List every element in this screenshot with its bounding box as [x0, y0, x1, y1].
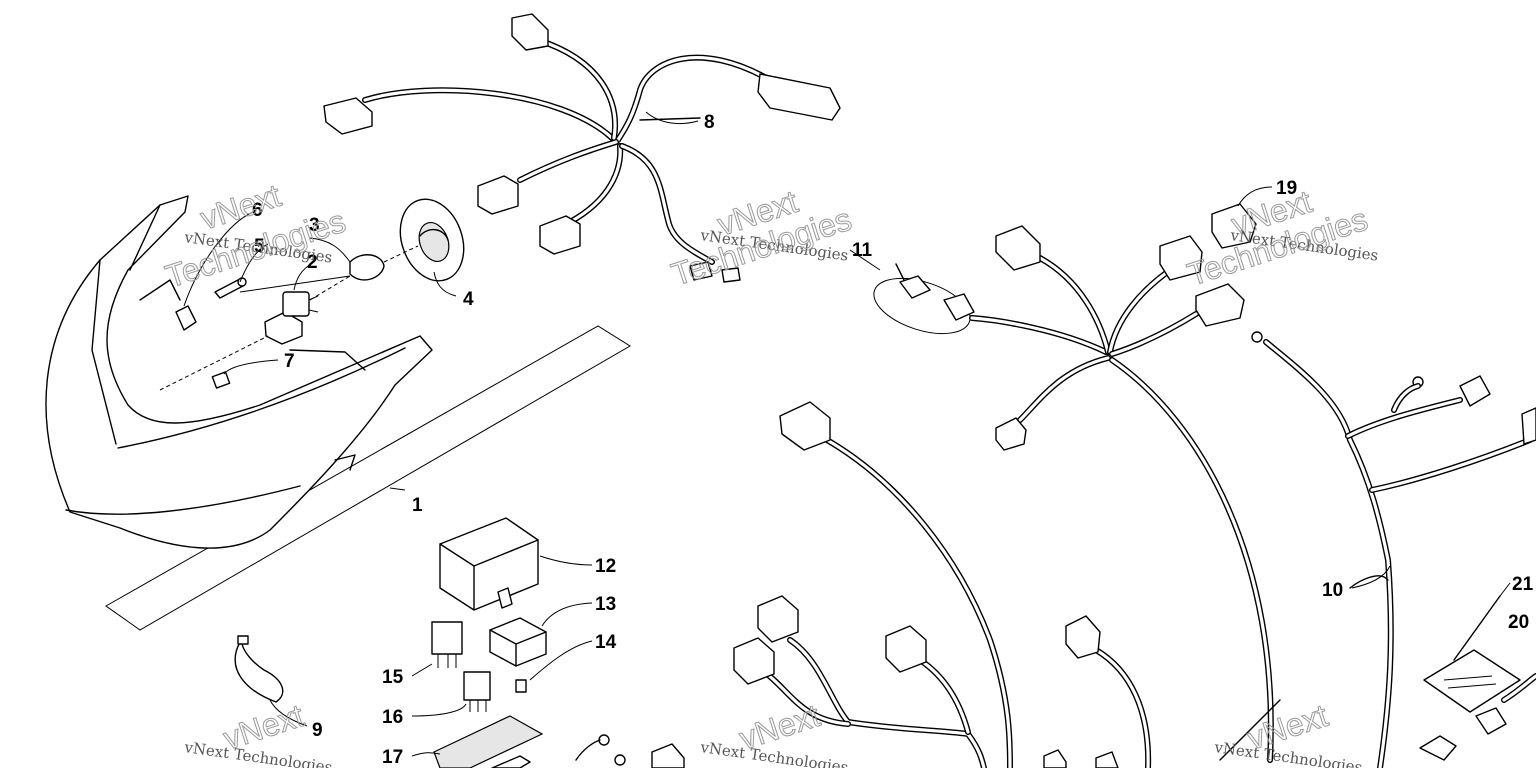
callout-13: 13 [595, 594, 616, 615]
screw [214, 277, 247, 299]
callout-8: 8 [704, 112, 715, 133]
dust-cover [399, 198, 465, 282]
callout-12: 12 [595, 556, 616, 577]
retainer-ring [349, 254, 385, 281]
watermark-4: vNext vNext Technologies [182, 697, 333, 768]
watermark-1: vNext vNext Technologies Technologies [161, 177, 351, 296]
callout-15: 15 [382, 667, 404, 688]
callout-leaders [183, 111, 1511, 757]
relay-box [439, 517, 539, 611]
callout-9: 9 [312, 720, 323, 741]
callout-2: 2 [307, 252, 318, 273]
callout-1: 1 [412, 495, 423, 516]
relay-16 [463, 671, 491, 712]
harness-10 [1251, 331, 1536, 768]
callout-14: 14 [595, 632, 617, 653]
callout-7: 7 [284, 351, 295, 372]
callout-16: 16 [382, 707, 403, 728]
label-sheet [433, 715, 544, 768]
callout-17: 17 [382, 747, 403, 768]
clip [175, 305, 197, 331]
relay-15 [431, 621, 463, 668]
bag [1423, 649, 1521, 713]
callout-19: 19 [1276, 178, 1297, 199]
watermark-3: vNext vNext Technologies Technologies [1183, 183, 1380, 294]
callout-20: 20 [1508, 612, 1529, 633]
callout-21: 21 [1512, 574, 1534, 595]
callout-5: 5 [254, 236, 265, 257]
watermark-5: vNext vNext Technologies [698, 697, 849, 768]
headlight-assembly [45, 195, 631, 631]
harness-bottom [575, 401, 1281, 768]
fuse [515, 679, 527, 693]
cable-tie [234, 635, 284, 703]
nut [211, 371, 231, 389]
callout-11: 11 [852, 240, 873, 261]
callout-labels: 1 2 3 4 5 6 7 8 9 10 11 12 13 14 15 16 1… [252, 112, 1534, 768]
fuse-block [489, 617, 547, 667]
callout-4: 4 [463, 289, 474, 310]
assembly-frame [105, 325, 631, 631]
callout-3: 3 [309, 215, 320, 236]
harness-11 [873, 203, 1274, 763]
watermark-2: vNext vNext Technologies Technologies [667, 183, 857, 294]
callout-10: 10 [1322, 580, 1343, 601]
bulb [264, 291, 319, 345]
watermark-6: vNext vNext Technologies [1212, 697, 1363, 768]
callout-6: 6 [252, 200, 263, 221]
harness-8 [323, 13, 841, 283]
